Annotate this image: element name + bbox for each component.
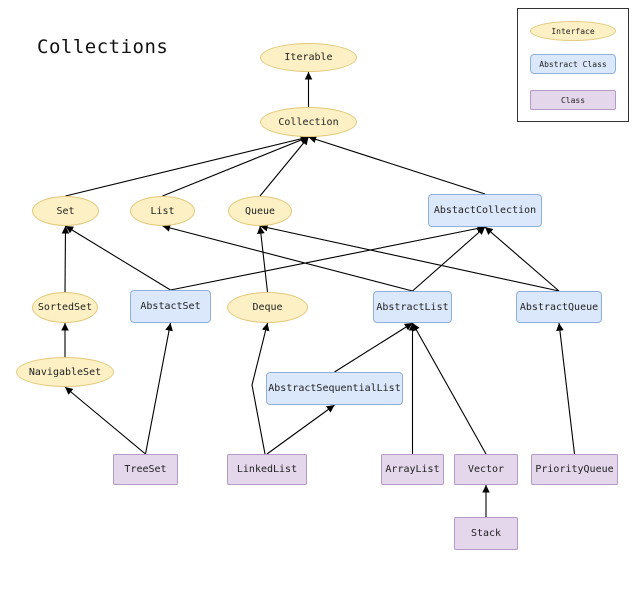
edge-abstract-queue-to-abstact-collection bbox=[484, 226, 560, 292]
node-navigableset: NavigableSet bbox=[16, 357, 114, 387]
edge-priority-queue-to-abstract-queue bbox=[556, 322, 576, 455]
edge-vector-to-abstract-list bbox=[412, 322, 487, 455]
node-sortedset: SortedSet bbox=[32, 292, 98, 323]
legend-class: Class bbox=[530, 90, 616, 110]
legend-abstract-class: Abstract Class bbox=[530, 54, 616, 74]
node-queue: Queue bbox=[228, 196, 292, 226]
node-abstactcollection: AbstactCollection bbox=[428, 194, 542, 227]
node-stack: Stack bbox=[454, 517, 518, 550]
node-list: List bbox=[130, 196, 195, 226]
edge-list-to-collection bbox=[162, 136, 309, 197]
legend-interface: Interface bbox=[530, 21, 616, 41]
node-abstractqueue: AbstractQueue bbox=[516, 291, 602, 323]
node-deque: Deque bbox=[227, 292, 308, 323]
edge-abstract-sequential-list-to-abstract-list bbox=[334, 322, 413, 373]
edge-abstract-list-to-list bbox=[162, 224, 413, 292]
edge-tree-set-to-abstact-set bbox=[144, 322, 173, 455]
node-abstractsequentiallist: AbstractSequentialList bbox=[266, 372, 403, 405]
node-treeset: TreeSet bbox=[113, 454, 178, 485]
edge-abstact-collection-to-collection bbox=[308, 135, 486, 195]
edge-set-to-collection bbox=[65, 135, 309, 197]
edge-linked-list-to-deque bbox=[251, 322, 270, 455]
edge-queue-to-collection bbox=[259, 136, 309, 197]
node-collection: Collection bbox=[260, 107, 357, 137]
node-abstractlist: AbstractList bbox=[373, 291, 452, 323]
edge-deque-to-queue bbox=[257, 225, 269, 293]
node-vector: Vector bbox=[454, 454, 518, 485]
node-linkedlist: LinkedList bbox=[227, 454, 307, 485]
edge-linked-list-to-abstract-sequential-list bbox=[266, 404, 335, 455]
node-iterable: Iterable bbox=[260, 43, 357, 72]
legend: Interface Abstract Class Class bbox=[517, 8, 629, 122]
edge-sorted-set-to-set bbox=[61, 225, 70, 293]
edge-tree-set-to-navigable-set bbox=[64, 386, 146, 455]
node-abstactset: AbstactSet bbox=[130, 290, 211, 323]
edge-abstact-set-to-set bbox=[65, 225, 171, 291]
node-arraylist: ArrayList bbox=[381, 454, 444, 485]
edge-abstact-set-to-abstact-collection bbox=[170, 224, 486, 291]
edge-abstract-queue-to-queue bbox=[259, 223, 560, 292]
diagram-title: Collections bbox=[37, 36, 169, 58]
edge-abstract-list-to-abstact-collection bbox=[412, 226, 486, 292]
node-set: Set bbox=[32, 196, 99, 226]
node-priorityqueue: PriorityQueue bbox=[531, 454, 618, 485]
